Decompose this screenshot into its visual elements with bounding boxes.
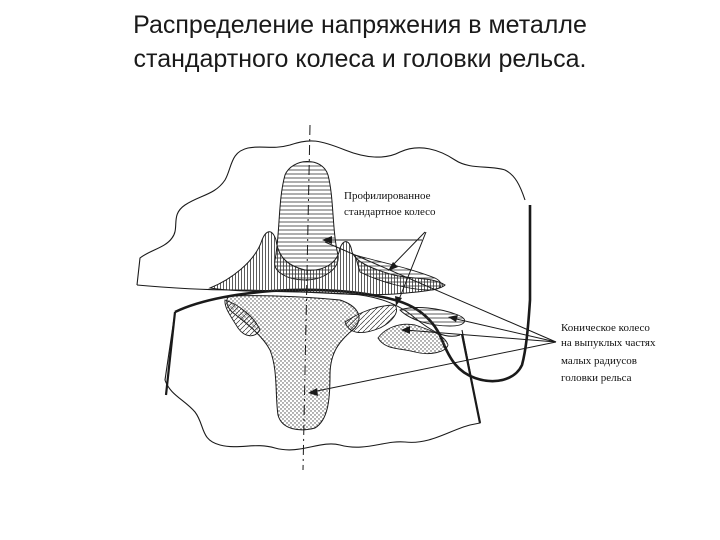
pointer-conical-3 bbox=[404, 329, 557, 343]
pointer-conical-2 bbox=[451, 317, 557, 343]
arrowhead-conical-3 bbox=[401, 326, 410, 334]
conical-contact-upper bbox=[399, 307, 466, 327]
title-line-1: Распределение напряжения в металле bbox=[133, 11, 587, 39]
label-conical-line-2: на выпуклых частях bbox=[561, 337, 656, 349]
wheel-body-outline bbox=[136, 140, 526, 286]
rail-stress-zone-left-lobe bbox=[224, 299, 261, 337]
pointer-conical-4 bbox=[311, 341, 557, 393]
arrowhead-conical-2 bbox=[448, 315, 458, 322]
rail-body-outline bbox=[164, 311, 481, 451]
pointer-conical-1 bbox=[324, 241, 557, 343]
label-profiled-line-2: стандартное колесо bbox=[344, 206, 436, 218]
label-conical-line-1: Коническое колесо bbox=[561, 322, 650, 334]
arrowhead-profiled-2 bbox=[388, 262, 398, 271]
slide-title: Распределение напряжения в металле станд… bbox=[40, 8, 680, 76]
title-line-2: стандартного колеса и головки рельса. bbox=[133, 45, 587, 73]
arrowhead-profiled-3 bbox=[395, 296, 402, 306]
label-profiled-line-1: Профилированное bbox=[344, 190, 431, 202]
arrowhead-profiled-1 bbox=[322, 236, 332, 244]
rail-left-side bbox=[164, 311, 177, 396]
pointer-profiled-2 bbox=[389, 231, 426, 269]
pointer-profiled-3 bbox=[397, 231, 427, 303]
symmetry-axis bbox=[302, 124, 311, 471]
rail-stress-zone-right-lobe bbox=[344, 304, 397, 333]
arrowhead-conical-4 bbox=[308, 388, 318, 396]
rail-right-side bbox=[460, 333, 482, 424]
label-conical-line-3: малых радиусов bbox=[561, 355, 637, 367]
label-conical-line-4: головки рельса bbox=[561, 372, 632, 384]
